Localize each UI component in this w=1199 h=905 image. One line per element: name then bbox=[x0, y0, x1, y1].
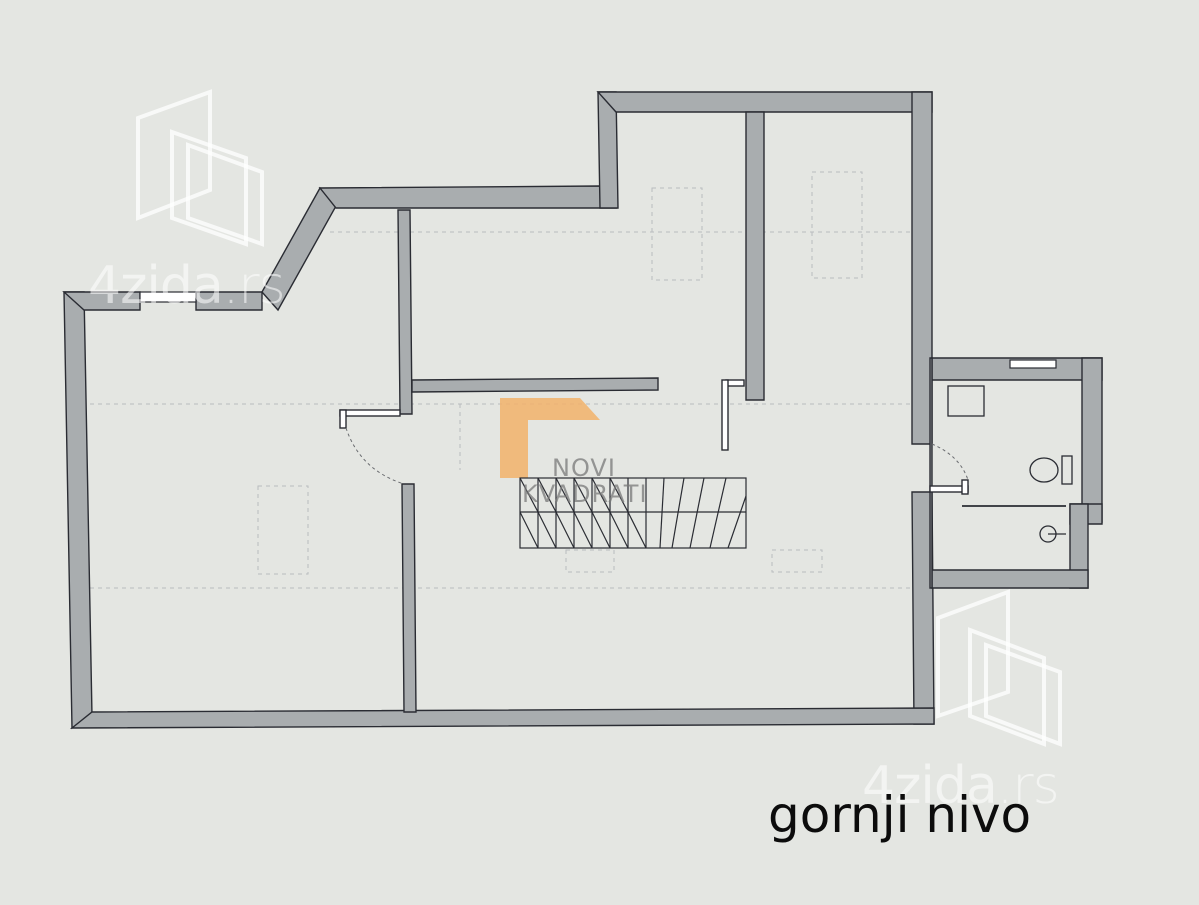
wall-top-mid bbox=[195, 291, 263, 311]
watermark-tld: .rs bbox=[996, 756, 1060, 816]
wall-bath-bottom bbox=[931, 569, 1089, 589]
doors bbox=[339, 379, 969, 495]
watermark-text-top: 4zida.rs bbox=[88, 256, 286, 316]
toilet-icon bbox=[1029, 457, 1059, 483]
windows bbox=[139, 291, 1057, 369]
watermark-logo-bottom bbox=[936, 589, 1062, 747]
wall-top bbox=[596, 91, 933, 113]
wall-top-left bbox=[62, 291, 141, 311]
walls bbox=[62, 91, 1103, 730]
watermark-text-bottom: 4zida.rs bbox=[862, 756, 1060, 816]
window-bath bbox=[1009, 359, 1057, 369]
wall-interior-left-lower bbox=[401, 483, 417, 713]
wall-upper-horizontal bbox=[318, 185, 618, 209]
staircase bbox=[519, 477, 747, 549]
wall-bottom bbox=[69, 707, 935, 729]
watermark-logo-top bbox=[136, 89, 264, 247]
bathroom-fixtures bbox=[947, 385, 1073, 543]
watermark-site: 4zida bbox=[88, 256, 224, 316]
wall-interior-horizontal bbox=[411, 377, 659, 393]
floor-level-caption: gornji nivo bbox=[768, 786, 1032, 844]
watermark-site: 4zida bbox=[862, 756, 998, 816]
novi-kvadrati-mark bbox=[500, 398, 600, 478]
shower-icon bbox=[947, 385, 985, 417]
watermark-tld: .rs bbox=[222, 256, 286, 316]
logo-line-2: KVADRATI bbox=[522, 480, 648, 508]
wall-bath-left bbox=[929, 357, 933, 589]
wall-left-exterior bbox=[63, 291, 93, 730]
wall-interior-right bbox=[745, 111, 765, 401]
wall-right-upper bbox=[911, 91, 933, 445]
logo-line-1: NOVI bbox=[552, 454, 616, 482]
wall-bath-right-upper bbox=[1081, 357, 1103, 523]
window-top-left bbox=[139, 291, 197, 303]
wall-interior-left-upper bbox=[397, 209, 413, 415]
